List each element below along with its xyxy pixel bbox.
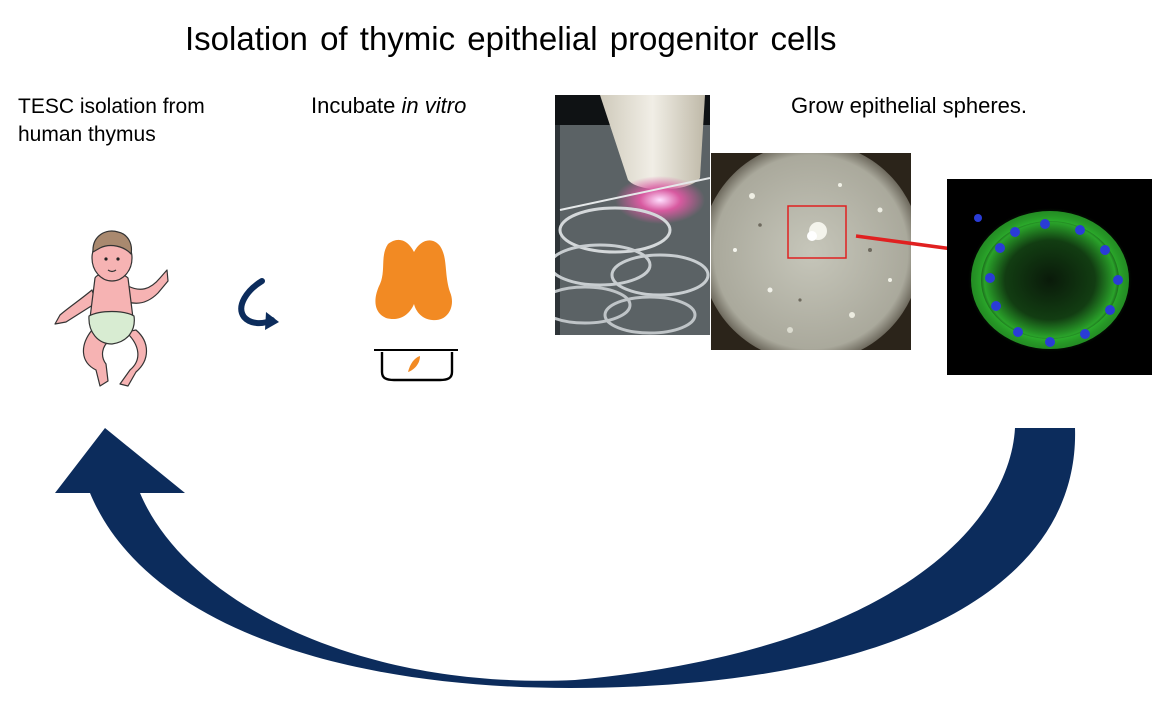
- baby-icon: [54, 230, 169, 387]
- step-isolation-label: TESC isolation from human thymus: [18, 95, 205, 146]
- incubate-italic: in vitro: [401, 93, 467, 118]
- return-arrow-icon: [55, 428, 1076, 688]
- rotate-arrow-icon: [238, 278, 279, 330]
- culture-plate-photo: [555, 95, 710, 335]
- culture-dish-icon: [374, 349, 458, 382]
- thymus-icon: [375, 239, 452, 321]
- page-title: Isolation of thymic epithelial progenito…: [185, 20, 837, 57]
- incubate-prefix: Incubate: [311, 93, 402, 118]
- microscope-field-photo: [711, 153, 911, 350]
- step-incubate-label: Incubate in vitro: [311, 93, 466, 119]
- epithelial-sphere-photo: [947, 179, 1152, 375]
- step-grow-label: Grow epithelial spheres.: [791, 93, 1028, 118]
